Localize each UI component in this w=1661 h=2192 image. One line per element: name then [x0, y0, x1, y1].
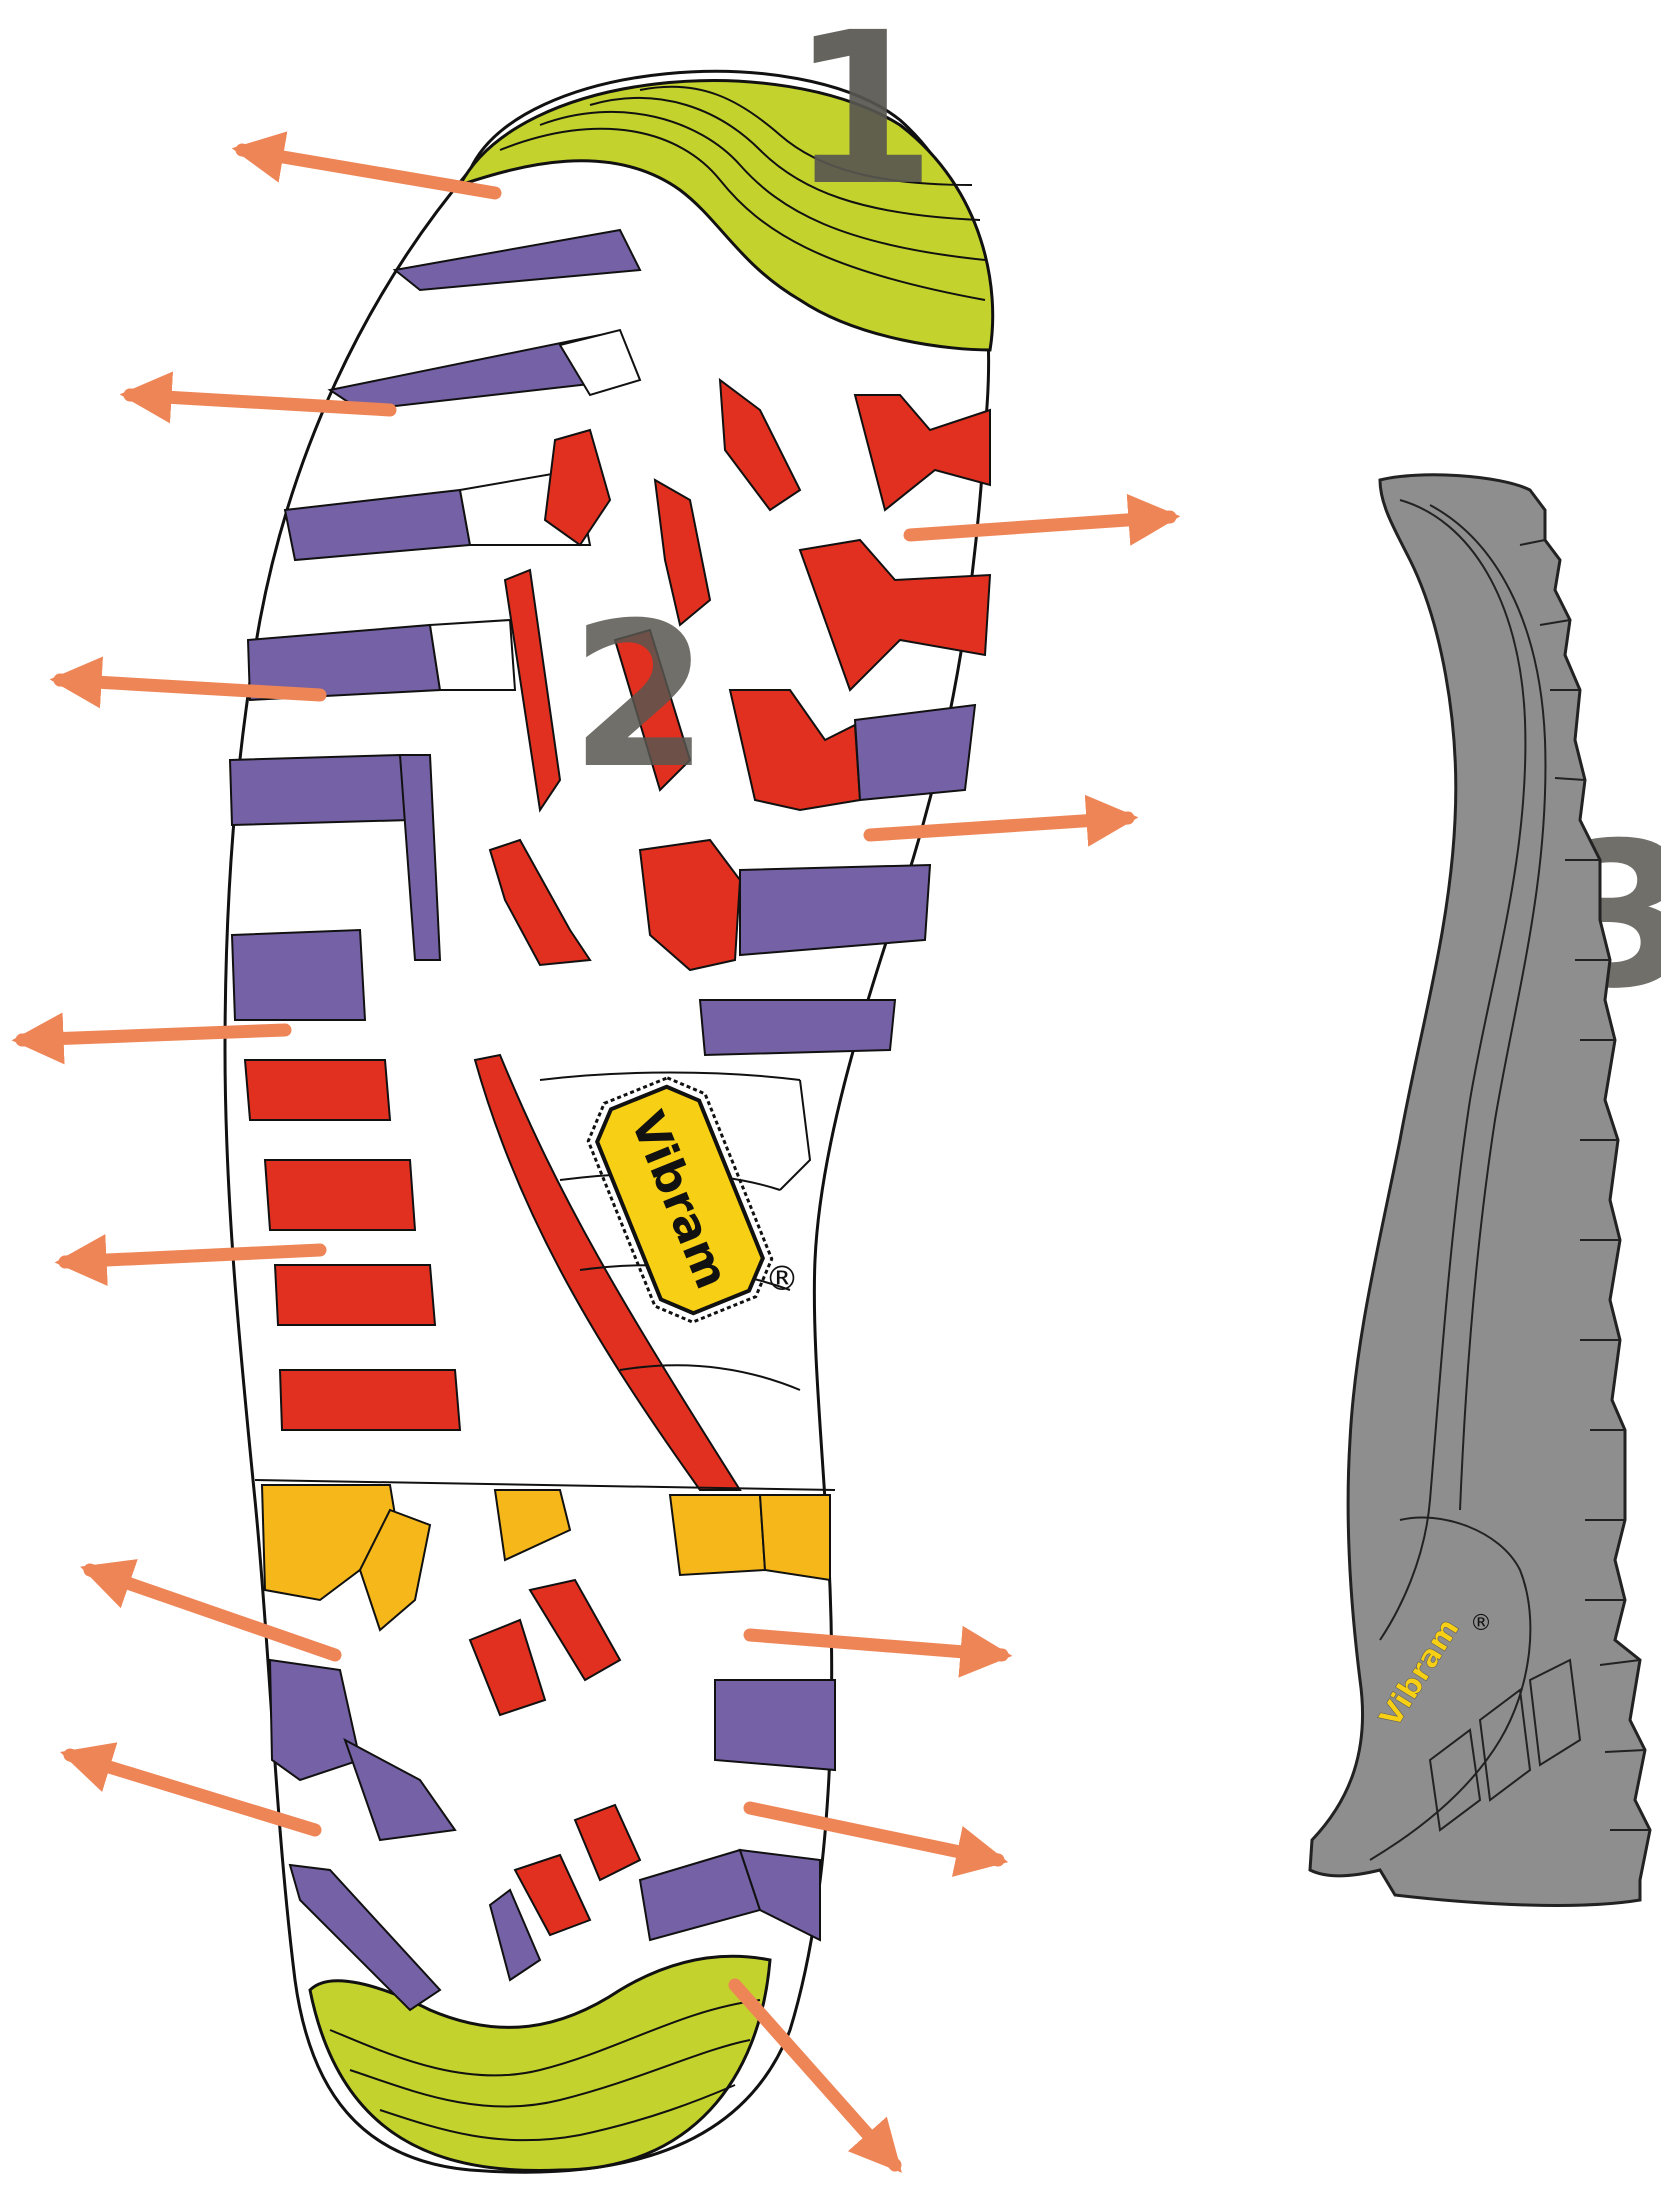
- side-profile: [1310, 475, 1650, 1906]
- logo-registered-mark: ®: [765, 1259, 799, 1299]
- zone-number-1: 1: [790, 0, 936, 232]
- side-logo-registered-mark: ®: [1470, 1611, 1492, 1636]
- zone-number-2: 2: [570, 580, 709, 813]
- arrow-icon: [242, 150, 495, 193]
